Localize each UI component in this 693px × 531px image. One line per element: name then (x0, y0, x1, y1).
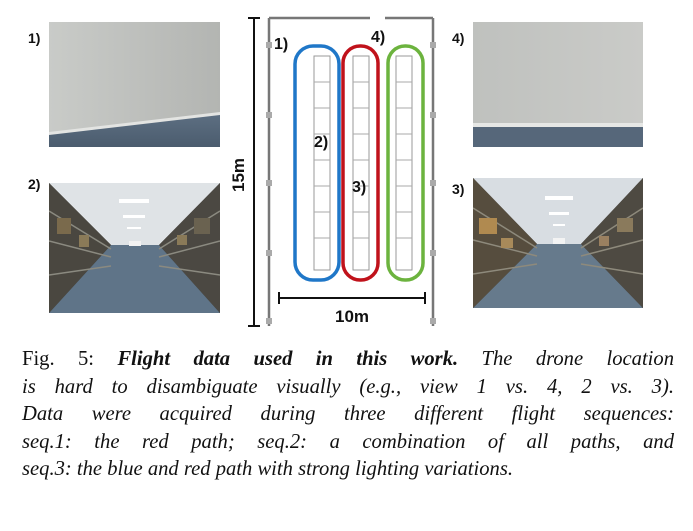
map-marker-2: 2) (314, 134, 328, 151)
width-dimension (278, 292, 426, 304)
caption-line-1-rest: The drone location (458, 348, 674, 370)
figure-caption: Fig. 5: Flight data used in this work. T… (22, 346, 674, 484)
caption-prefix: Fig. 5: (22, 348, 118, 370)
blue-path (293, 44, 341, 282)
view-4-photo (473, 22, 643, 147)
view-4-label: 4) (452, 30, 465, 46)
view-2-label: 2) (28, 176, 41, 192)
map-marker-1: 1) (274, 36, 288, 53)
view-3-label: 3) (452, 181, 465, 197)
green-path (386, 44, 425, 282)
height-dimension (248, 17, 260, 327)
red-path (341, 44, 380, 282)
caption-line-1: Fig. 5: Flight data used in this work. T… (22, 346, 674, 374)
shelf-dividers (314, 81, 412, 239)
view-3-photo (473, 178, 643, 308)
caption-line-5: seq.3: the blue and red path with strong… (22, 458, 513, 481)
map-marker-4: 4) (371, 29, 385, 46)
caption-line-2: is hard to disambiguate visually (e.g., … (22, 375, 674, 398)
height-label: 15m (229, 158, 248, 192)
caption-line-3: Data were acquired during three differen… (22, 403, 674, 426)
view-1-photo (49, 22, 220, 147)
map-marker-3: 3) (352, 179, 366, 196)
view-1-label: 1) (28, 30, 41, 46)
map-walls (267, 16, 435, 326)
caption-line-4: seq.1: the red path; seq.2: a combinatio… (22, 430, 674, 453)
width-label: 10m (335, 307, 369, 326)
wall-posts (266, 42, 436, 324)
shelf-racks (313, 55, 413, 271)
view-2-photo (49, 183, 220, 313)
caption-title: Flight data used in this work. (117, 348, 459, 370)
